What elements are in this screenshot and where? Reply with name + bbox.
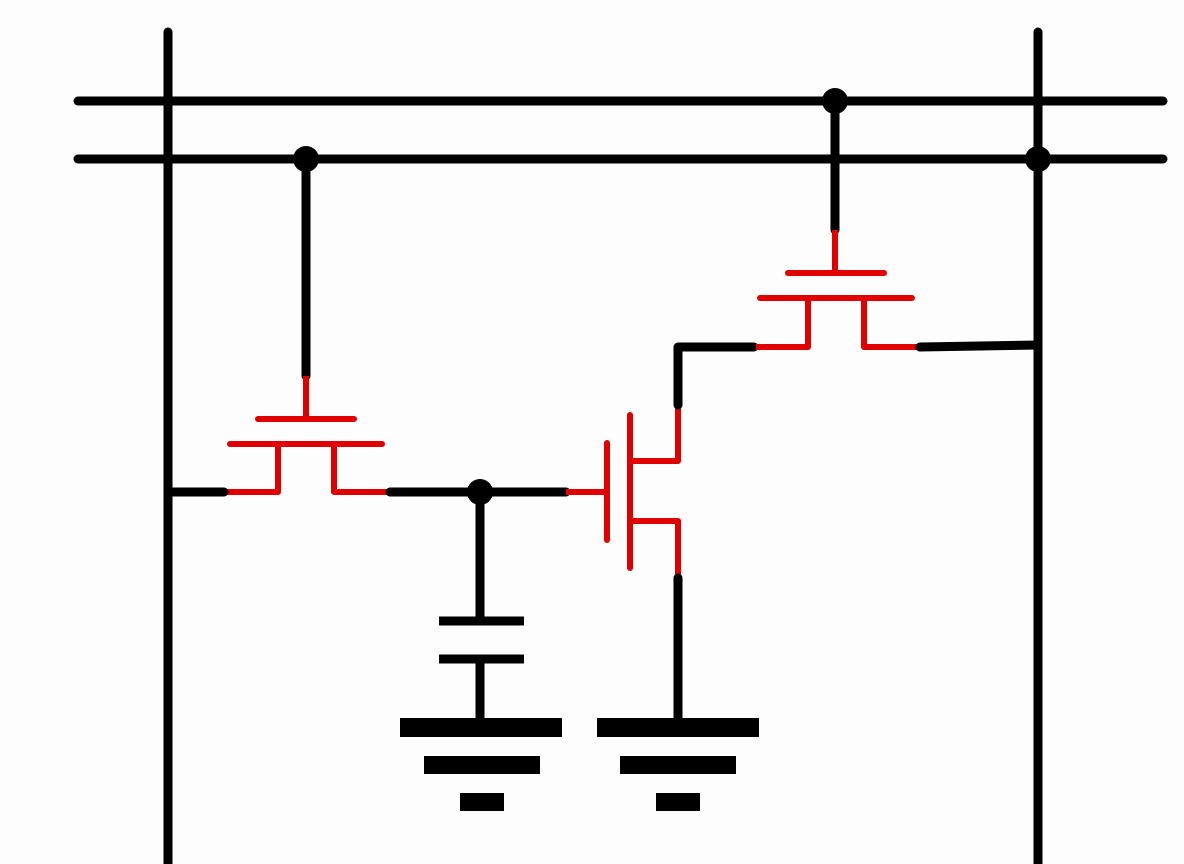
right-source-lead <box>756 298 811 350</box>
left-drain-lead <box>331 444 388 495</box>
access-transistor-right <box>756 96 918 350</box>
ground-bar-middle <box>424 756 540 774</box>
drive-source-lead <box>630 518 681 576</box>
ground-bar-bottom <box>460 793 504 811</box>
right-bitline-tap <box>915 340 1043 352</box>
access-transistor-left <box>226 154 388 495</box>
left-source-lead <box>226 444 281 495</box>
ground-icon <box>597 718 759 737</box>
drive-drain-wire <box>673 342 759 410</box>
ground-icon <box>400 718 562 737</box>
storage-capacitor <box>439 487 524 723</box>
right-drain-lead <box>861 298 918 350</box>
drive-transistor <box>566 408 681 576</box>
ground-transistor <box>597 718 759 811</box>
junction-dot-right-bitline <box>1025 146 1051 172</box>
ground-capacitor <box>400 718 562 811</box>
ground-bar-middle <box>620 756 736 774</box>
drive-drain-lead <box>630 408 681 464</box>
ground-bar-bottom <box>656 793 700 811</box>
